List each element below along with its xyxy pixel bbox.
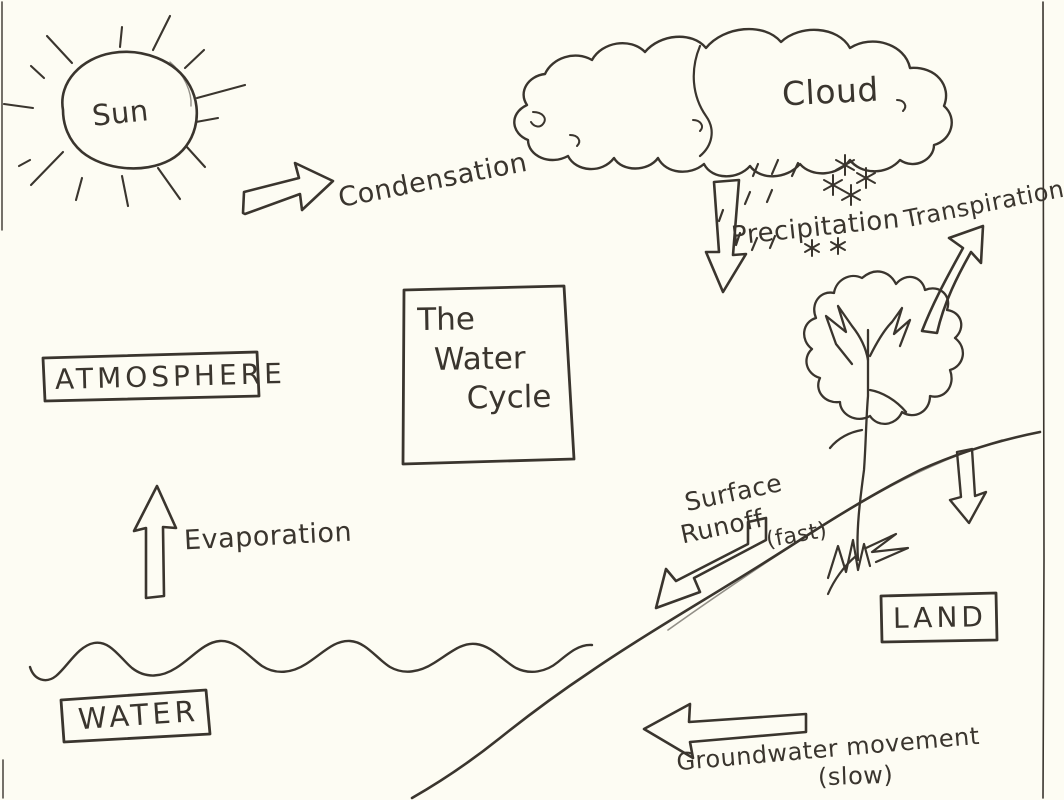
snowflakes xyxy=(804,154,876,257)
atmosphere-label-box xyxy=(41,350,261,403)
land-label-box xyxy=(879,591,999,644)
sun-drawing xyxy=(2,14,247,208)
paper-edge xyxy=(1,1,1045,799)
title-box xyxy=(401,284,576,466)
tree-drawing xyxy=(803,270,964,596)
title-line-1: The xyxy=(416,301,476,339)
infiltration-arrow xyxy=(948,447,988,525)
title-line-2: Water xyxy=(433,339,526,378)
sun-label: Sun xyxy=(90,93,151,133)
precipitation-arrow xyxy=(704,178,748,294)
groundwater-label-line2: (slow) xyxy=(817,760,894,792)
groundwater-arrow xyxy=(642,702,808,760)
condensation-arrow xyxy=(241,161,335,216)
evaporation-arrow xyxy=(132,484,178,600)
title-line-3: Cycle xyxy=(466,379,552,417)
cloud-drawing xyxy=(513,27,953,178)
water-label-box xyxy=(59,688,212,744)
raindrops xyxy=(717,158,800,252)
atmosphere-label: ATMOSPHERE xyxy=(54,356,287,397)
surface-runoff-arrow xyxy=(654,516,768,610)
ground-line xyxy=(410,430,1042,800)
transpiration-arrow xyxy=(920,224,985,335)
title-text: The Water Cycle xyxy=(417,299,552,420)
sun-rays xyxy=(2,14,247,208)
cloud-label: Cloud xyxy=(781,69,880,114)
water-waves xyxy=(28,639,594,682)
land-label: LAND xyxy=(892,600,988,635)
